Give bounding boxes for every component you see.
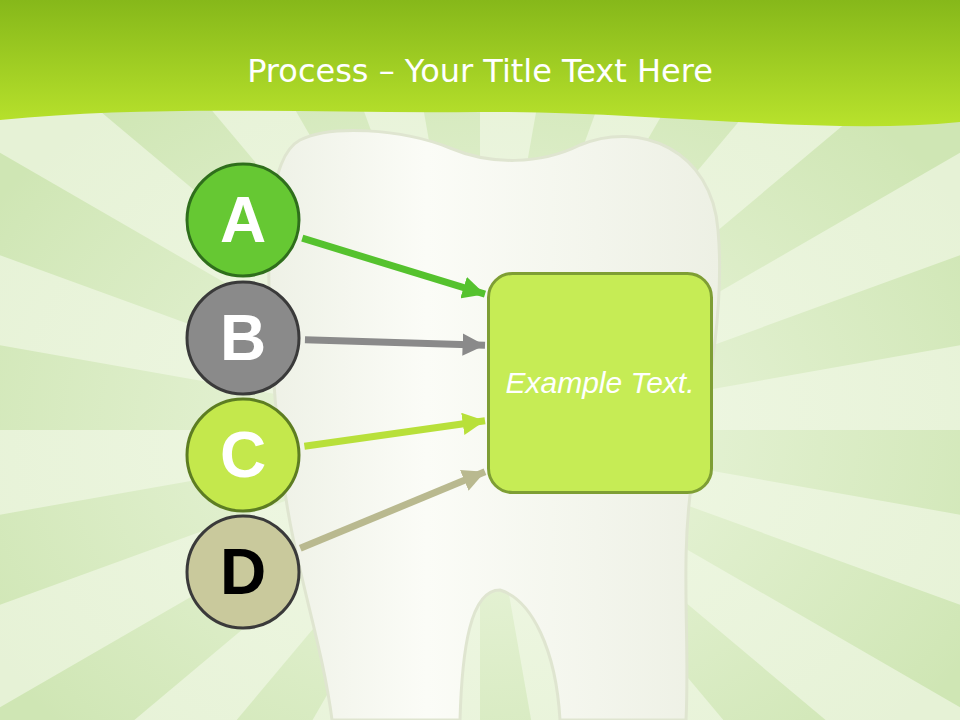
arrow-connector (302, 238, 485, 294)
circle-letter: D (220, 535, 266, 609)
letter-circle: D (185, 514, 301, 630)
box-text: Example Text. (506, 361, 695, 405)
node-shape (187, 516, 299, 628)
letter-circle: B (185, 280, 301, 396)
text-box: Example Text. (487, 272, 713, 494)
circle-letter: C (220, 418, 266, 492)
header-band (0, 0, 960, 126)
arrow-connector (304, 421, 485, 447)
letter-circle: C (185, 397, 301, 513)
node-shape (187, 282, 299, 394)
tooth-illustration (269, 131, 720, 720)
node-shape (489, 274, 712, 493)
circle-letter: B (220, 301, 266, 375)
node-shape (187, 164, 299, 276)
arrow-connector (300, 472, 485, 548)
node-shape (187, 399, 299, 511)
circle-letter: A (220, 183, 266, 257)
arrow-connector (305, 340, 485, 345)
letter-circle: A (185, 162, 301, 278)
slide-title: Process – Your Title Text Here (0, 52, 960, 90)
